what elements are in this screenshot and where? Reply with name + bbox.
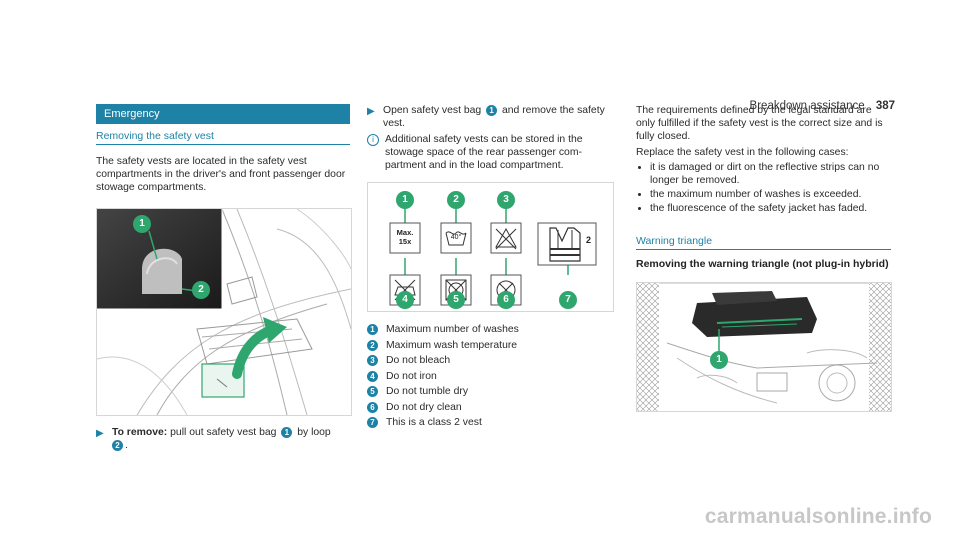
column-2: ▶ Open safety vest bag 1 and remove the … [367,104,614,431]
column-3: The requirements defined by the legal st… [636,104,892,412]
step-arrow-icon: ▶ [367,106,375,117]
door-drawing [97,209,351,415]
step-to-remove: ▶ To remove: pull out safety vest bag 1 … [96,426,350,452]
trunk-drawing [637,283,891,411]
callout-2: 2 [192,281,210,299]
symbol-max-line1: Max. [396,228,414,237]
door-illustration: 1 2 [96,208,352,416]
heading-warning-triangle: Warning triangle [636,235,891,250]
symbol-max-line2: 15x [398,237,412,246]
care-symbols [389,208,597,306]
callout-1: 1 [396,191,414,209]
replace-cases-list: it is damaged or dirt on the reflective … [636,161,891,215]
callout-1: 1 [710,351,728,369]
callout-4: 4 [396,291,414,309]
trunk-illustration: 1 [636,282,892,412]
requirements-text: The requirements defined by the legal st… [636,105,883,142]
intro-text: The safety vests are located in the safe… [96,156,346,193]
step-open-bag: ▶ Open safety vest bag 1 and remove the … [367,104,612,130]
callout-6: 6 [497,291,515,309]
callout-1: 1 [133,215,151,233]
step-text: pull out safety vest bag [170,427,277,438]
heading-removing-safety-vest: Removing the safety vest [96,130,350,145]
care-label-illustration: Max. 15x 40° 2 1 2 3 4 5 6 7 [367,182,614,312]
page-number: 387 [875,100,895,112]
callout-5: 5 [447,291,465,309]
step-open-text-b: and remove the safety vest. [383,105,605,129]
step-label: To remove: [112,427,168,438]
step-arrow-icon: ▶ [96,428,104,439]
watermark: carmanualsonline.info [704,505,932,528]
step-end: . [125,440,128,451]
info-icon: i [367,134,379,146]
replace-intro: Replace the safety vest in the following… [636,147,849,158]
list-item: the fluorescence of the safety jacket ha… [650,202,891,215]
symbol-class-number: 2 [586,235,592,245]
symbol-temp: 40° [450,234,462,241]
list-item: the maximum number of washes is exceeded… [650,188,891,201]
step-by: by loop [297,427,331,438]
callout-2: 2 [447,191,465,209]
marker-1: 1 [281,426,293,438]
callout-3: 3 [497,191,515,209]
marker-2: 2 [112,439,123,451]
section-bar-emergency: Emergency [96,104,350,124]
column-1: Emergency Removing the safety vest The s… [96,104,352,452]
info-additional-vests: i Additional safety vests can be stored … [367,133,612,172]
marker-1: 1 [486,104,498,116]
page-section-title: Breakdown assistance [749,100,865,112]
list-item: it is damaged or dirt on the reflective … [650,161,891,187]
info-text: Additional safety vests can be stored in… [385,134,583,171]
callout-7: 7 [559,291,577,309]
page-header: Breakdown assistance 387 [700,100,895,112]
step-open-text-a: Open safety vest bag [383,105,482,116]
heading-removing-warning-triangle: Removing the warning triangle (not plug-… [636,258,889,270]
